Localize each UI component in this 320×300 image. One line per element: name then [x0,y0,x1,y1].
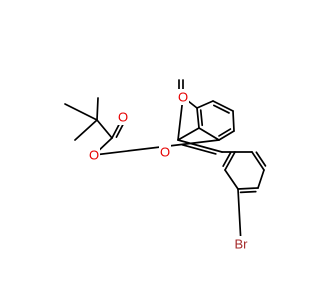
bond-a1-a2 [196,100,214,109]
bond-a4-a5 [218,130,235,141]
double-bond-a2-a3 [212,104,230,114]
bond-a6-a1 [196,107,200,129]
double-bond-r3-r4 [239,190,257,194]
double-bond-r5-r6 [255,151,267,167]
atom-o-ester-carbonyl: O [118,110,128,125]
bond-cquat-me1 [64,103,98,121]
molecule-diagram: O O O O Br [64,79,267,252]
bond-a5-oester [93,139,220,156]
atom-o-ester: O [89,148,99,163]
double-bond-a4-a5 [218,128,232,137]
atom-o-carbonyl: O [178,90,188,105]
bond-r1-r2 [224,151,236,171]
bond-r5-r6 [251,151,265,171]
atom-br: Br [235,237,249,252]
bond-a5-a6 [198,127,220,141]
bond-r4-r5 [257,169,265,189]
bond-r3-brC [237,188,242,245]
bond-c2-exo [177,139,223,153]
bond-a2-a3 [212,100,234,112]
bond-cquat-me3 [96,97,99,121]
double-bond-c2-exo [181,143,217,155]
bond-a3-a4 [232,110,235,132]
bond-r2-r3 [224,169,239,190]
atom-label-layer: O O O O Br [88,89,250,252]
label-mask [177,89,189,105]
label-mask [232,236,250,252]
atom-o-ring: O [160,145,170,160]
double-bond-a6-a1 [199,109,204,127]
structure-canvas: O O O O Br [64,79,267,252]
label-mask [159,144,171,160]
label-mask [117,109,129,125]
bond-cest-cquat [96,119,113,139]
bond-r3-r4 [237,187,259,190]
label-mask [88,147,100,163]
double-bond-r1-r2 [222,151,232,167]
bond-c2-a6 [177,127,200,141]
bond-cquat-me2 [74,119,98,141]
